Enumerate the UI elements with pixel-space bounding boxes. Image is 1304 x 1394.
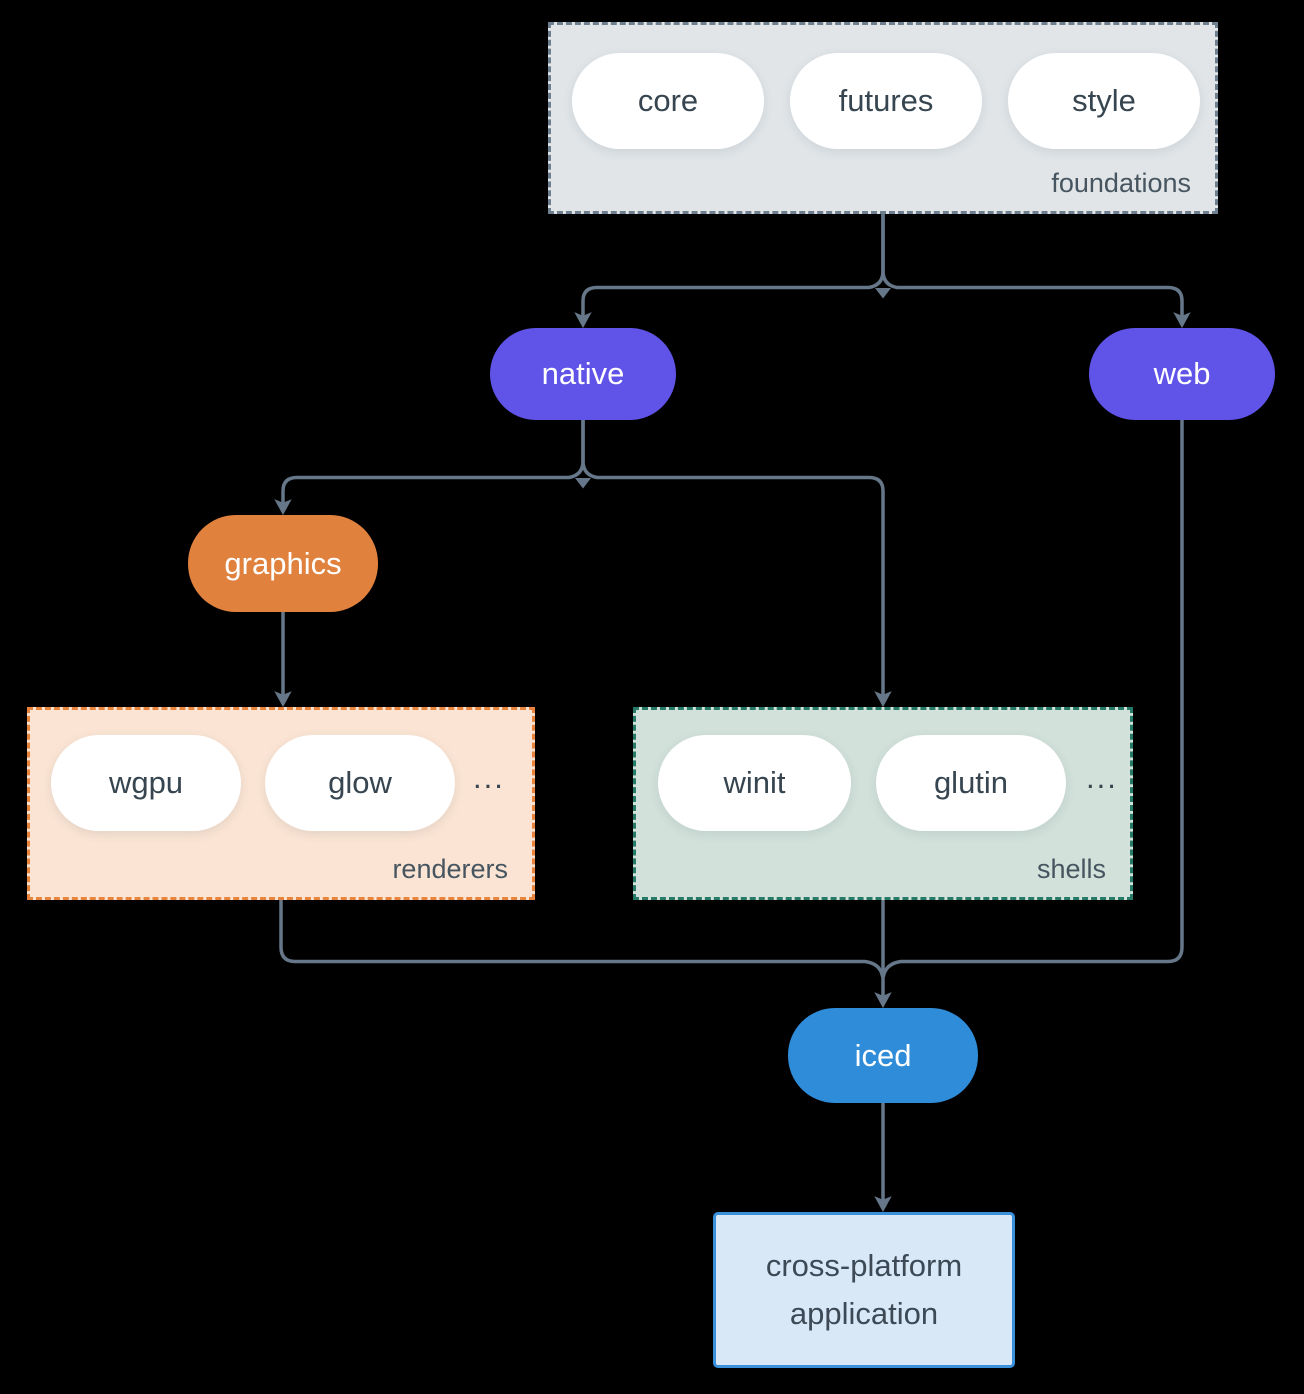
branch-notch-native [575,478,591,489]
node-glutin: glutin [876,735,1066,831]
node-wgpu: wgpu [51,735,241,831]
renderers-ellipsis: ... [473,760,505,795]
node-winit: winit [658,735,851,831]
branch-notch-foundations [875,288,891,299]
connector-web-to-merge [881,418,1184,978]
group-renderers: wgpu glow ... renderers [27,707,535,900]
connector-foundations-to-web [881,212,1191,329]
node-native: native [490,328,676,420]
connector-native-to-shells [581,418,892,708]
node-futures: futures [790,53,982,149]
node-iced: iced [788,1008,978,1103]
group-shells: winit glutin ... shells [633,707,1133,900]
group-label-shells: shells [1036,854,1106,884]
node-style: style [1008,53,1200,149]
node-cross-platform-application: cross-platform application [713,1212,1015,1368]
node-graphics: graphics [188,515,378,612]
group-label-foundations: foundations [1051,168,1191,198]
group-foundations: core futures style foundations [548,22,1218,214]
node-glow: glow [265,735,455,831]
node-core: core [572,53,764,149]
connector-native-to-graphics [274,418,585,516]
group-label-renderers: renderers [392,854,508,884]
shells-ellipsis: ... [1086,760,1118,795]
node-web: web [1089,328,1275,420]
connector-foundations-to-native [574,212,885,329]
connector-renderers-to-merge [279,898,885,978]
